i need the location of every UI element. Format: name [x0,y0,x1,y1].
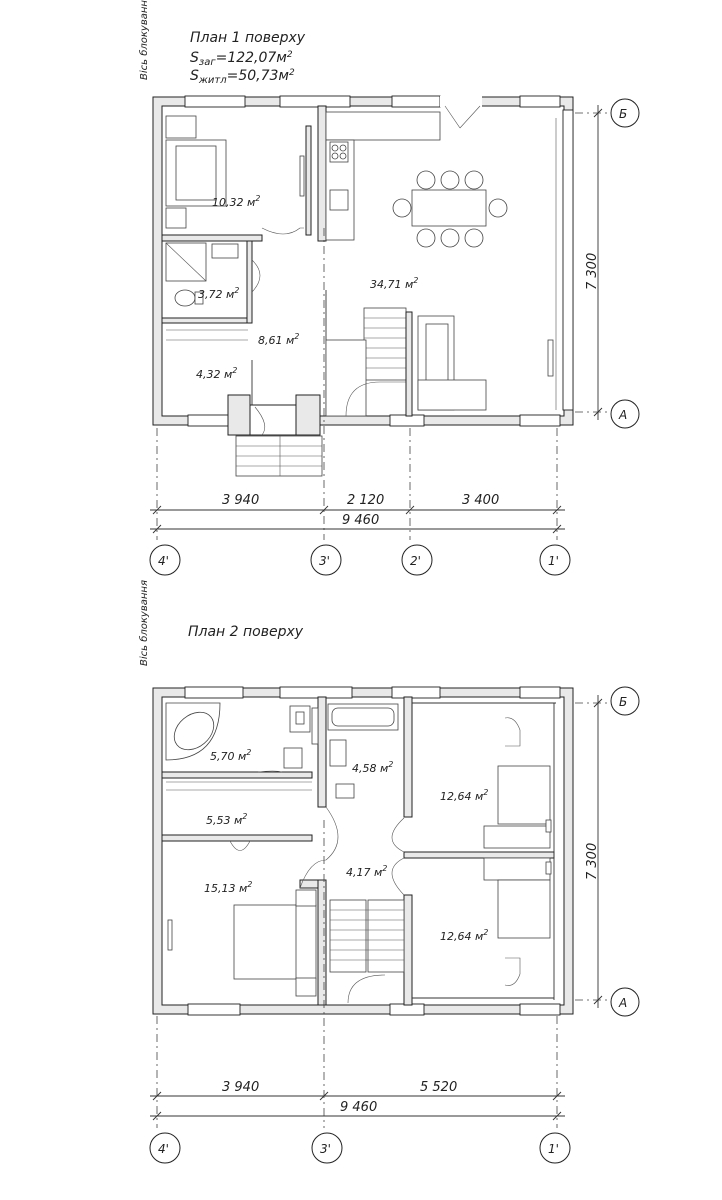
dim-text: 3 940 [222,493,259,508]
dim-text: 7 300 [585,253,600,290]
axis-marker: 2' [410,554,421,568]
plan-1: План 1 поверху Sзаг=122,07м2 Sжитл=50,73… [138,0,640,576]
room-label: 34,71 м2 [370,276,418,291]
room-label: 12,64 м2 [440,788,488,803]
axis-marker: 1' [548,1142,559,1156]
room-label: 4,32 м2 [196,366,237,381]
dim-text: 5 520 [420,1080,457,1095]
axis-marker: 3' [319,554,330,568]
room-label: 12,64 м2 [440,928,488,943]
axis-marker: А [618,408,627,422]
room-label: 3,72 м2 [198,286,239,301]
room-label: 4,58 м2 [352,760,393,775]
axis-marker: А [618,996,627,1010]
dim-text: 9 460 [340,1100,377,1115]
dim-text: 7 300 [585,843,600,880]
axis-marker: 1' [548,554,559,568]
axis-marker: 4' [158,1142,169,1156]
room-label: 15,13 м2 [204,880,252,895]
dim-text: 3 400 [462,493,499,508]
plan-1-area-total: Sзаг=122,07м2 [190,50,293,68]
room-label: 4,17 м2 [346,864,387,879]
room-label: 5,70 м2 [210,748,251,763]
plan-1-area-living: Sжитл=50,73м2 [190,68,295,86]
plan-2: План 2 поверху Вісь блокування [138,580,640,1164]
dim-text: 2 120 [347,493,384,508]
axis-marker: Б [619,695,627,709]
axis-marker: 4' [158,554,169,568]
axis-marker: 3' [320,1142,331,1156]
axis-blocking-label-2: Вісь блокування [138,580,150,666]
axis-marker: Б [619,107,627,121]
plan-2-title: План 2 поверху [188,624,304,640]
dim-text: 3 940 [222,1080,259,1095]
axis-blocking-label-1: Вісь блокування [138,0,150,80]
dim-text: 9 460 [342,513,379,528]
plan-1-title: План 1 поверху [190,30,306,46]
room-label: 8,61 м2 [258,332,299,347]
room-label: 5,53 м2 [206,812,247,827]
room-label: 10,32 м2 [212,194,260,209]
